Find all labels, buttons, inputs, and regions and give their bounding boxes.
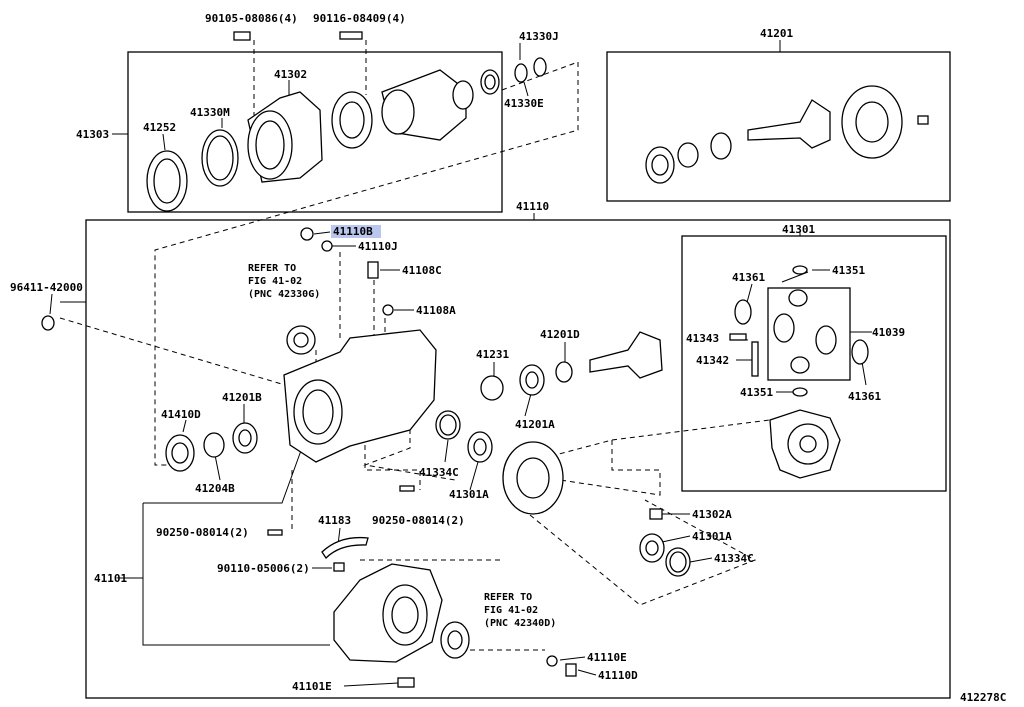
pinion-parts-icon [645, 85, 929, 184]
box-41039 [767, 287, 851, 381]
label-41101[interactable]: 41101 [94, 572, 127, 585]
bolt-41101E-icon [397, 677, 415, 688]
refer-note-bottom-line3: (PNC 42340D) [484, 618, 556, 629]
label-41361-top[interactable]: 41361 [732, 271, 765, 284]
washer-41330J-icon [514, 57, 547, 83]
label-41108A[interactable]: 41108A [416, 304, 456, 317]
pin-90250-icon [267, 485, 415, 536]
label-41231[interactable]: 41231 [476, 348, 509, 361]
bearing-41201B-icon [232, 422, 258, 454]
label-90250-right[interactable]: 90250-08014(2) [372, 514, 465, 527]
label-90110[interactable]: 90110-05006(2) [217, 562, 310, 575]
label-41110J[interactable]: 41110J [358, 240, 398, 253]
breather-41108C-icon [367, 261, 394, 316]
label-41302[interactable]: 41302 [274, 68, 307, 81]
refer-note-bottom: REFER TO FIG 41-02 (PNC 42340D) [484, 592, 556, 629]
label-41334C-lower[interactable]: 41334C [714, 552, 754, 565]
cover-41101-icon [333, 563, 443, 663]
box-41201 [606, 51, 951, 202]
label-41110[interactable]: 41110 [516, 200, 549, 213]
o-ring-96411-icon [41, 315, 55, 331]
bearing-41201A-icon [519, 364, 545, 396]
label-41110D[interactable]: 41110D [598, 669, 638, 682]
diff-case-icon [769, 409, 841, 479]
bolt-90110-icon [333, 562, 345, 572]
bearing-41301A-icon [467, 431, 493, 463]
box-41303 [127, 51, 503, 213]
ring-41252-icon [146, 150, 188, 212]
label-41110E[interactable]: 41110E [587, 651, 627, 664]
label-41351-bottom[interactable]: 41351 [740, 386, 773, 399]
label-41201[interactable]: 41201 [760, 27, 793, 40]
label-90116[interactable]: 90116-08409(4) [313, 12, 406, 25]
seal-42330G-icon [286, 325, 316, 355]
plug-41110E-icon [546, 655, 577, 677]
label-41351-top[interactable]: 41351 [832, 264, 865, 277]
highlight-41110B [331, 225, 381, 238]
label-90105[interactable]: 90105-08086(4) [205, 12, 298, 25]
pinion-icon [589, 331, 663, 379]
seal-icon [480, 69, 500, 95]
bearing-41301A-lower-icon [639, 533, 665, 563]
label-41108C[interactable]: 41108C [402, 264, 442, 277]
refer-note-top-line3: (PNC 42330G) [248, 289, 320, 300]
ring-gear-icon [502, 441, 564, 515]
part-labels: 90105-08086(4) 90116-08409(4) 41330J 412… [10, 12, 1006, 704]
ring-41330M-icon [201, 129, 239, 187]
bolt-41302A-icon [649, 508, 663, 520]
bearing-icon [331, 91, 373, 149]
refer-note-top-line1: REFER TO [248, 263, 296, 274]
label-96411[interactable]: 96411-42000 [10, 281, 83, 294]
label-41039[interactable]: 41039 [872, 326, 905, 339]
label-41330J[interactable]: 41330J [519, 30, 559, 43]
label-41252[interactable]: 41252 [143, 121, 176, 134]
box-41301 [681, 235, 947, 492]
ring-41334C-icon [435, 410, 461, 440]
label-41101E[interactable]: 41101E [292, 680, 332, 693]
label-41361-bottom[interactable]: 41361 [848, 390, 881, 403]
ring-41334C-lower-icon [665, 547, 691, 577]
label-41342[interactable]: 41342 [696, 354, 729, 367]
bolt-icon [233, 31, 251, 41]
label-41201D[interactable]: 41201D [540, 328, 580, 341]
label-41343[interactable]: 41343 [686, 332, 719, 345]
label-41303[interactable]: 41303 [76, 128, 109, 141]
coupling-icon [381, 69, 474, 141]
refer-note-bottom-line2: FIG 41-02 [484, 605, 538, 616]
label-41183[interactable]: 41183 [318, 514, 351, 527]
stud-icon [339, 31, 363, 40]
refer-note-bottom-line1: REFER TO [484, 592, 532, 603]
label-41334C[interactable]: 41334C [419, 466, 459, 479]
label-41201A[interactable]: 41201A [515, 418, 555, 431]
label-41301A-lower[interactable]: 41301A [692, 530, 732, 543]
label-41201B[interactable]: 41201B [222, 391, 262, 404]
housing-icon [283, 329, 437, 463]
label-41301[interactable]: 41301 [782, 223, 815, 236]
figure-code: 412278C [960, 691, 1006, 704]
label-41110B[interactable]: 41110B [333, 225, 373, 238]
bracket-41183-icon [321, 536, 369, 560]
label-41330E[interactable]: 41330E [504, 97, 544, 110]
diff-gears-icon [729, 265, 869, 397]
seal-41410D-icon [165, 434, 195, 472]
label-41204B[interactable]: 41204B [195, 482, 235, 495]
label-41410D[interactable]: 41410D [161, 408, 201, 421]
label-41302A[interactable]: 41302A [692, 508, 732, 521]
box-41110 [85, 219, 951, 699]
washer-41201D-icon [555, 361, 573, 383]
spacer-41204B-icon [203, 432, 225, 458]
case-41302-icon [247, 91, 323, 183]
label-90250-left[interactable]: 90250-08014(2) [156, 526, 249, 539]
label-41301A[interactable]: 41301A [449, 488, 489, 501]
plug-41110B-icon [300, 227, 333, 252]
refer-note-top-line2: FIG 41-02 [248, 276, 302, 287]
seal-42340D-icon [440, 621, 470, 659]
spacer-41231-icon [480, 375, 504, 401]
label-41330M[interactable]: 41330M [190, 106, 230, 119]
refer-note-top: REFER TO FIG 41-02 (PNC 42330G) [248, 263, 320, 300]
leader-lines [49, 40, 872, 687]
